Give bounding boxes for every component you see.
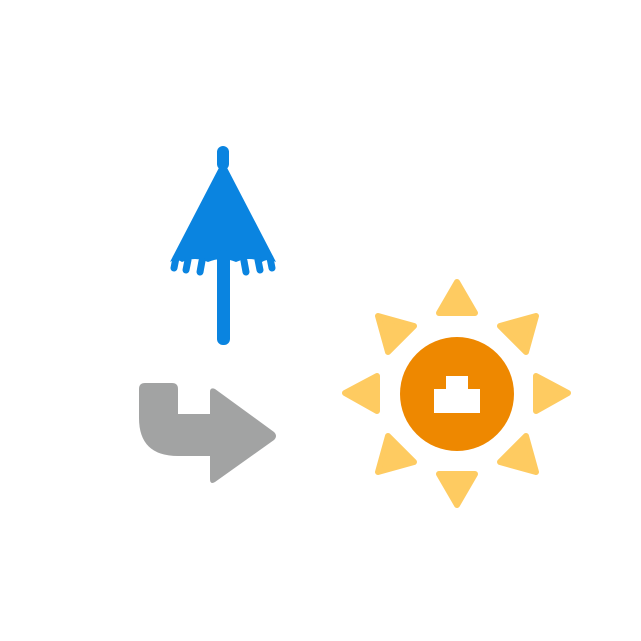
umbrella-icon <box>170 146 276 345</box>
sun-icon <box>342 279 571 508</box>
sun-ray-bottom-right <box>497 433 539 475</box>
sun-ray-top-right <box>497 313 539 355</box>
sun-ray-top <box>436 279 478 316</box>
turn-right-arrow-icon <box>139 383 276 483</box>
umbrella-frills <box>170 254 276 276</box>
sun-ray-left <box>342 373 380 414</box>
sun-ray-right <box>533 373 571 414</box>
umbrella-tip <box>217 146 229 170</box>
sun-ray-top-left <box>375 313 417 355</box>
umbrella-shaft <box>217 250 230 345</box>
sun-ray-bottom <box>436 471 478 508</box>
sun-rays <box>342 279 571 508</box>
sun-ray-bottom-left <box>375 433 417 475</box>
sun-center-symbol <box>434 376 480 413</box>
umbrella-canopy <box>170 160 276 262</box>
